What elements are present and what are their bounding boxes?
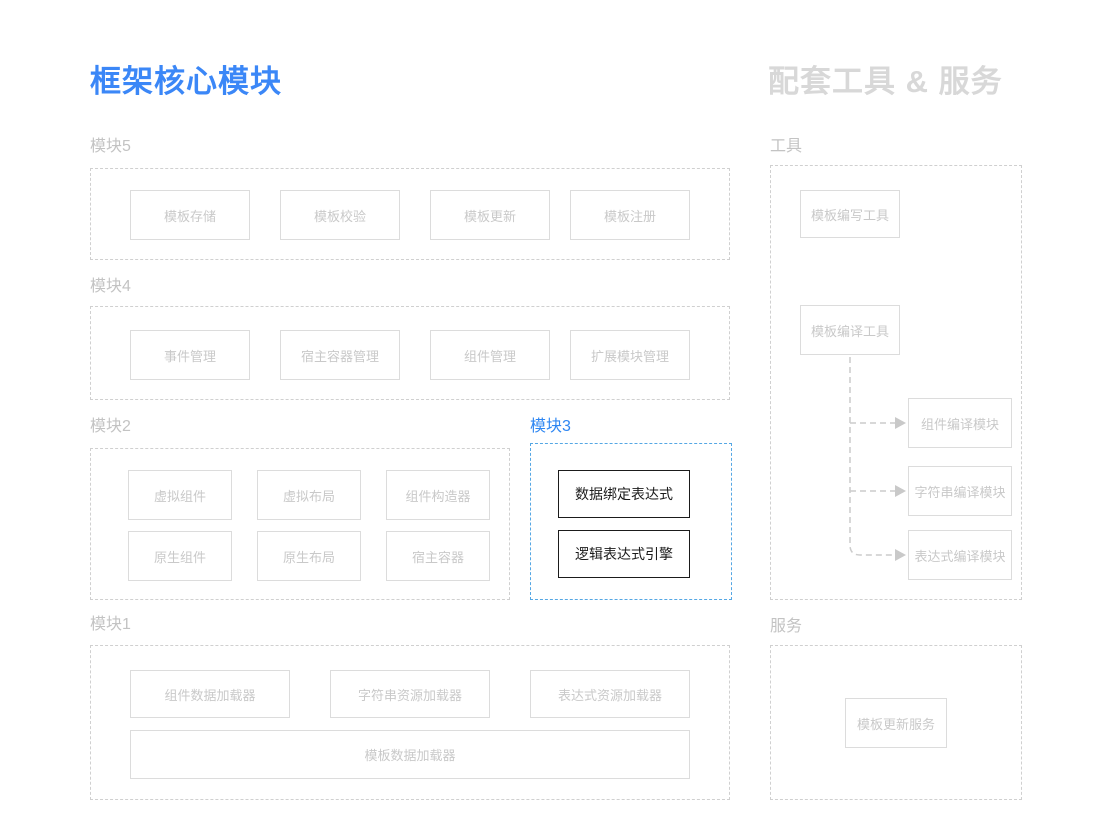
- box-component-manage: 组件管理: [430, 330, 550, 380]
- services-section-label: 服务: [770, 618, 803, 635]
- box-ext-module-manage: 扩展模块管理: [570, 330, 690, 380]
- module-4-label: 模块4: [90, 278, 131, 295]
- services-group: [770, 645, 1022, 800]
- box-template-authoring-tool: 模板编写工具: [800, 190, 900, 238]
- box-component-constructor: 组件构造器: [386, 470, 490, 520]
- box-template-validate: 模板校验: [280, 190, 400, 240]
- box-native-layout: 原生布局: [257, 531, 361, 581]
- arrowhead-icon: [895, 485, 906, 497]
- module-3-label: 模块3: [530, 418, 571, 435]
- core-modules-title: 框架核心模块: [90, 64, 282, 99]
- box-template-data-loader: 模板数据加载器: [130, 730, 690, 779]
- box-component-compile-module: 组件编译模块: [908, 398, 1012, 448]
- tools-section-label: 工具: [770, 138, 803, 155]
- box-data-binding-expression: 数据绑定表达式: [558, 470, 690, 518]
- box-logic-expression-engine: 逻辑表达式引擎: [558, 530, 690, 578]
- box-virtual-layout: 虚拟布局: [257, 470, 361, 520]
- module-5-label: 模块5: [90, 138, 131, 155]
- module-4-group: [90, 306, 730, 400]
- box-template-update-service: 模板更新服务: [845, 698, 947, 748]
- box-string-compile-module: 字符串编译模块: [908, 466, 1012, 516]
- arrowhead-icon: [895, 549, 906, 561]
- box-event-manage: 事件管理: [130, 330, 250, 380]
- module-3-group-highlighted: [530, 443, 732, 600]
- module-1-group: [90, 645, 730, 800]
- box-template-update: 模板更新: [430, 190, 550, 240]
- dashed-connector-expression: [849, 357, 895, 556]
- box-host-container: 宿主容器: [386, 531, 490, 581]
- tools-services-title: 配套工具 & 服务: [768, 64, 1003, 99]
- compile-flow-connectors: [849, 357, 906, 561]
- module-5-group: [90, 168, 730, 260]
- box-host-container-manage: 宿主容器管理: [280, 330, 400, 380]
- box-component-data-loader: 组件数据加载器: [130, 670, 290, 718]
- module-2-label: 模块2: [90, 418, 131, 435]
- tools-group: [770, 165, 1022, 600]
- box-native-component: 原生组件: [128, 531, 232, 581]
- arrowhead-icon: [895, 417, 906, 429]
- box-template-storage: 模板存储: [130, 190, 250, 240]
- box-template-register: 模板注册: [570, 190, 690, 240]
- box-template-compile-tool: 模板编译工具: [800, 305, 900, 355]
- module-1-label: 模块1: [90, 616, 131, 633]
- box-virtual-component: 虚拟组件: [128, 470, 232, 520]
- box-expression-resource-loader: 表达式资源加载器: [530, 670, 690, 718]
- box-expression-compile-module: 表达式编译模块: [908, 530, 1012, 580]
- module-2-group: [90, 448, 510, 600]
- box-string-resource-loader: 字符串资源加载器: [330, 670, 490, 718]
